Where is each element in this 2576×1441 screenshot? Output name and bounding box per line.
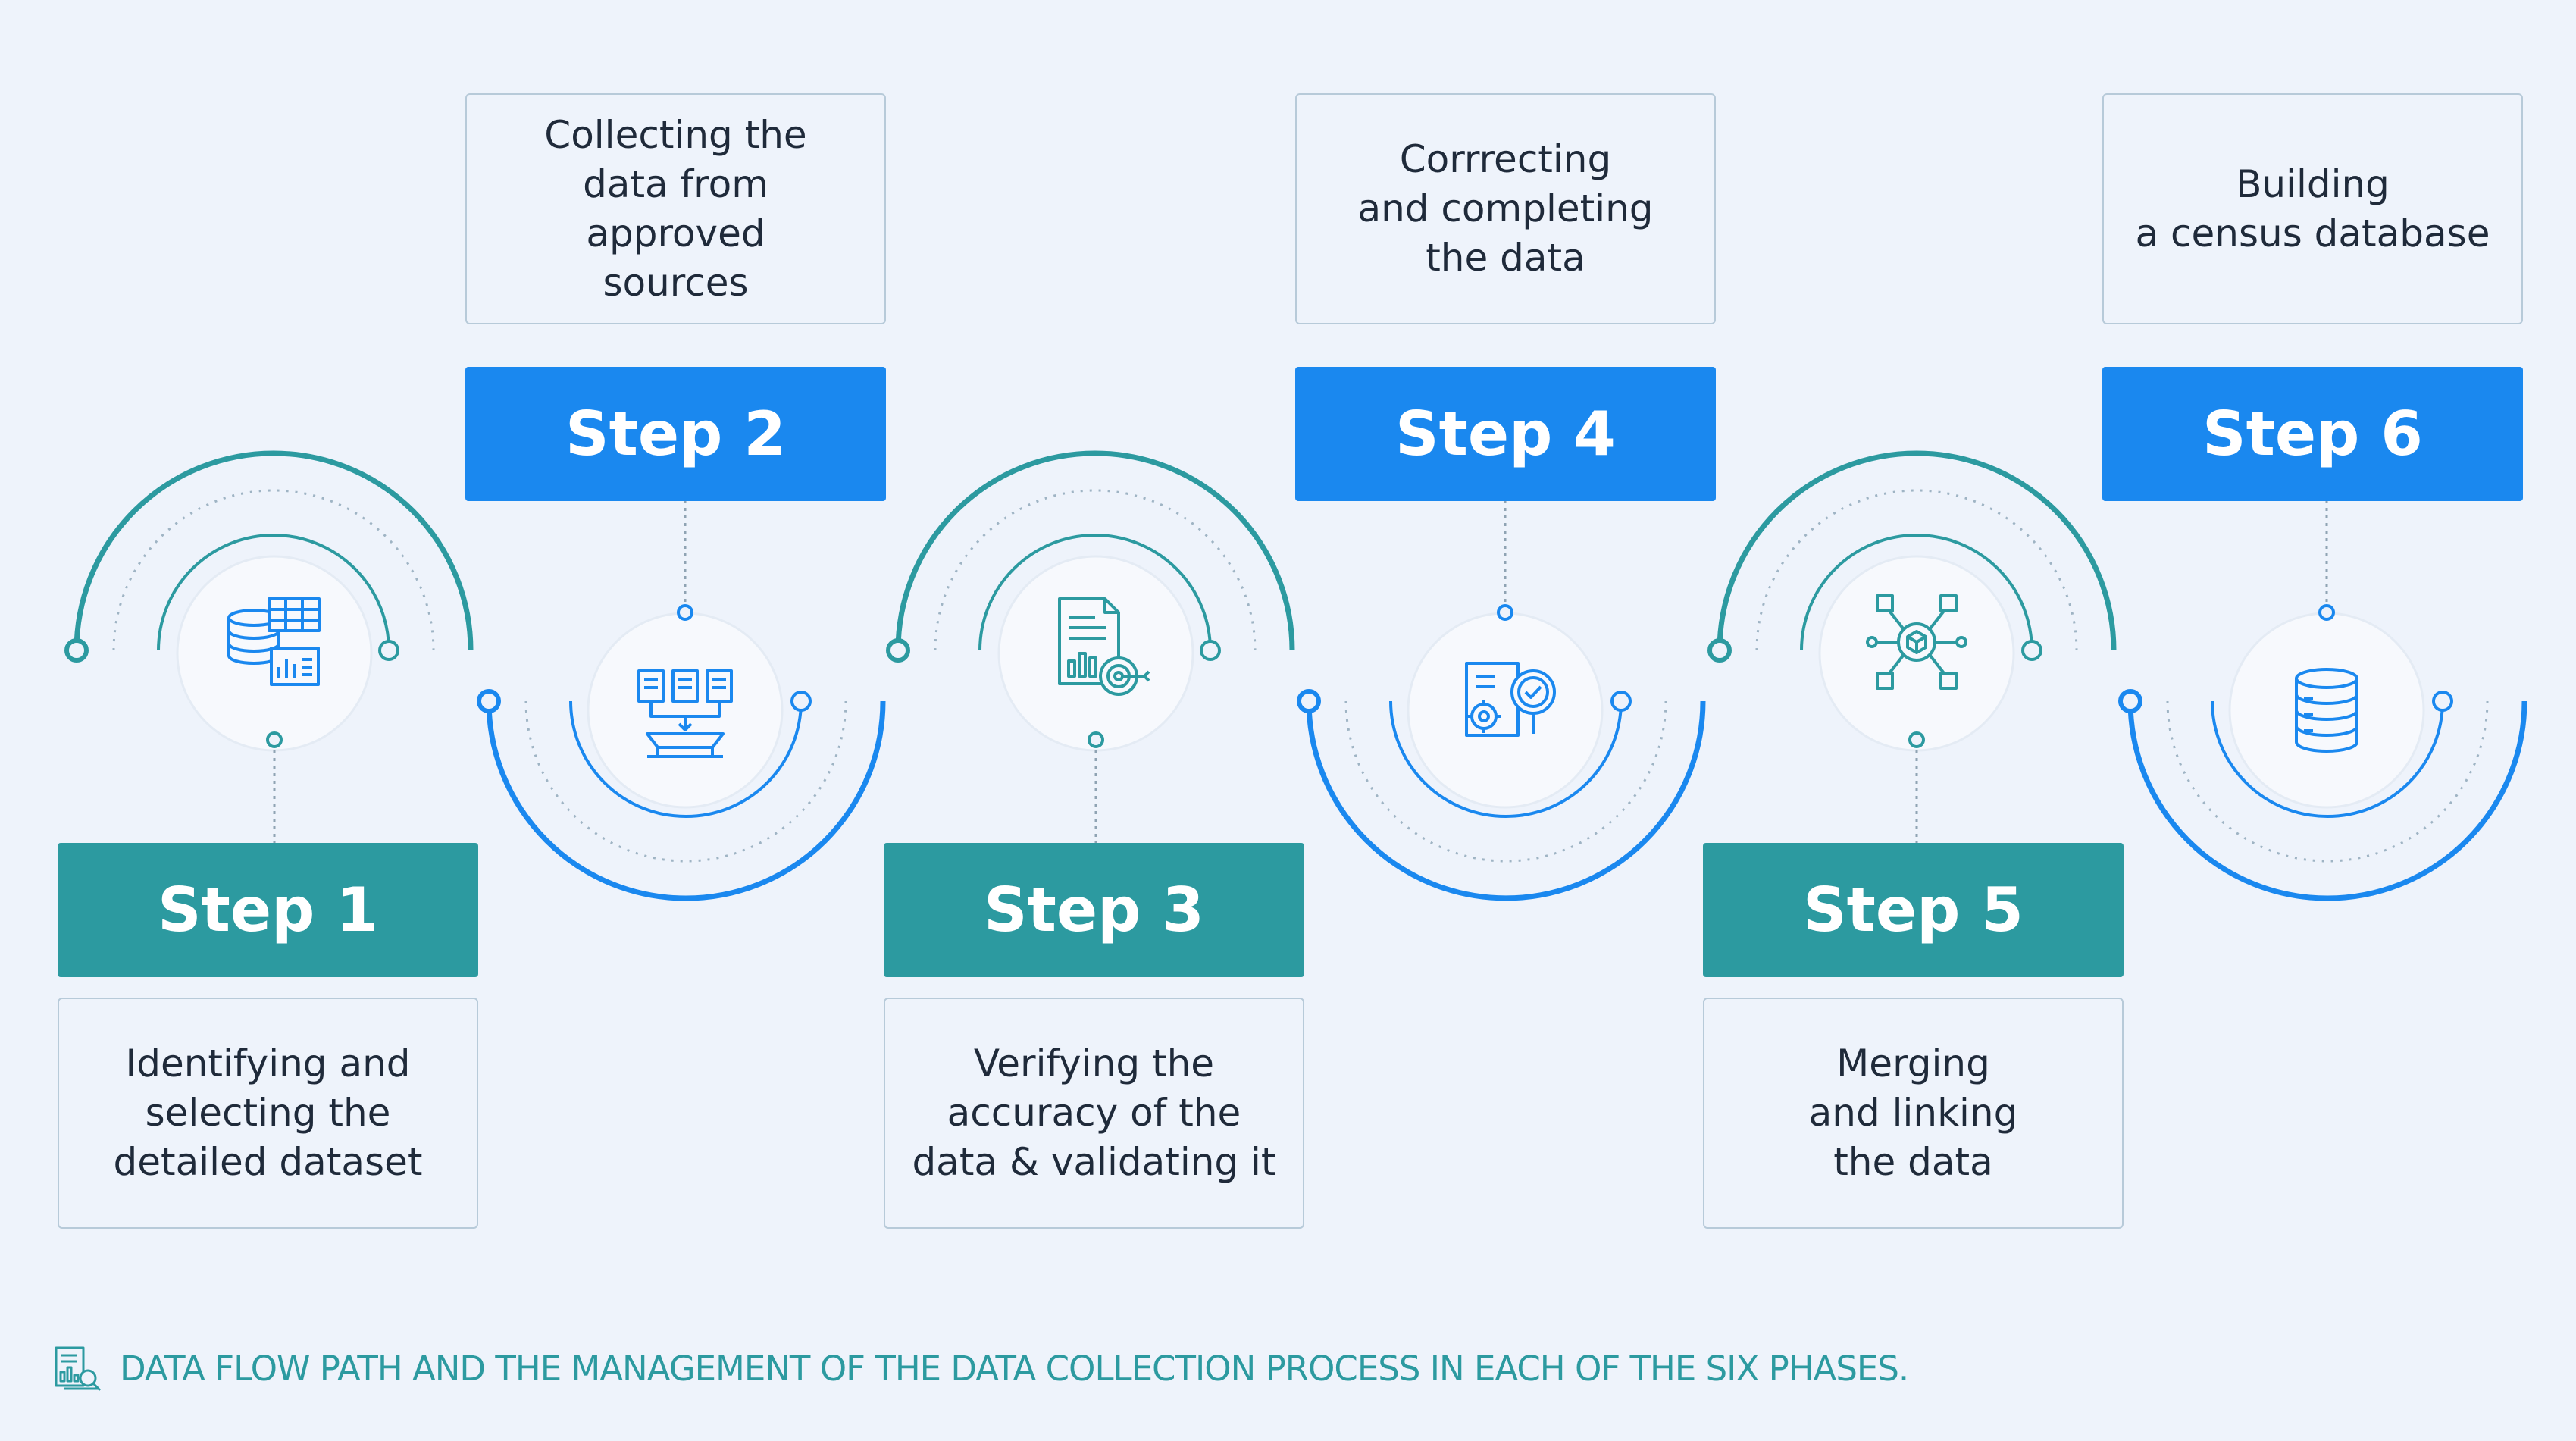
step-1-connector: [64, 450, 474, 843]
step-5-description-text: Merging and linking the data: [1808, 1042, 2018, 1184]
step-3-label-text: Step 3: [984, 875, 1204, 945]
step-4-description-text: Corrrecting and completing the data: [1357, 137, 1654, 280]
settings-search-icon: [1465, 662, 1556, 737]
caption-text: DATA FLOW PATH AND THE MANAGEMENT OF THE…: [120, 1348, 1909, 1389]
network-cube-icon: [1866, 594, 1967, 690]
step-1-label: Step 1: [58, 843, 478, 977]
step-6-description-text: Building a census database: [2135, 161, 2490, 255]
step-6-label-text: Step 6: [2202, 399, 2423, 469]
step-1-description: Identifying and selecting the detailed d…: [58, 998, 478, 1229]
step-4-label: Step 4: [1295, 367, 1716, 501]
step-1-label-text: Step 1: [158, 875, 378, 945]
step-2-description-text: Collecting the data from approved source…: [544, 112, 807, 305]
dataset-table-icon: [227, 597, 321, 686]
database-icon: [2295, 668, 2358, 753]
step-2-label-text: Step 2: [565, 399, 786, 469]
step-4-label-text: Step 4: [1395, 399, 1616, 469]
step-6-label: Step 6: [2102, 367, 2523, 501]
step-6-connector: [2118, 493, 2527, 901]
step-6-description: Building a census database: [2102, 93, 2523, 324]
step-4-connector: [1297, 493, 1706, 901]
step-3-label: Step 3: [884, 843, 1304, 977]
step-3-description: Verifying the accuracy of the data & val…: [884, 998, 1304, 1229]
step-4-description: Corrrecting and completing the data: [1295, 93, 1716, 324]
step-5-label: Step 5: [1703, 843, 2124, 977]
step-1-description-text: Identifying and selecting the detailed d…: [113, 1042, 423, 1184]
step-3-description-text: Verifying the accuracy of the data & val…: [912, 1042, 1276, 1184]
step-2-connector: [477, 493, 886, 901]
document-target-icon: [1058, 597, 1150, 696]
figure-caption: DATA FLOW PATH AND THE MANAGEMENT OF THE…: [53, 1342, 1909, 1395]
step-5-description: Merging and linking the data: [1703, 998, 2124, 1229]
report-icon: [55, 1346, 102, 1392]
step-5-label-text: Step 5: [1803, 875, 2024, 945]
document-merge-icon: [637, 669, 733, 758]
step-3-connector: [886, 450, 1295, 843]
step-2-description: Collecting the data from approved source…: [465, 93, 886, 324]
step-2-label: Step 2: [465, 367, 886, 501]
